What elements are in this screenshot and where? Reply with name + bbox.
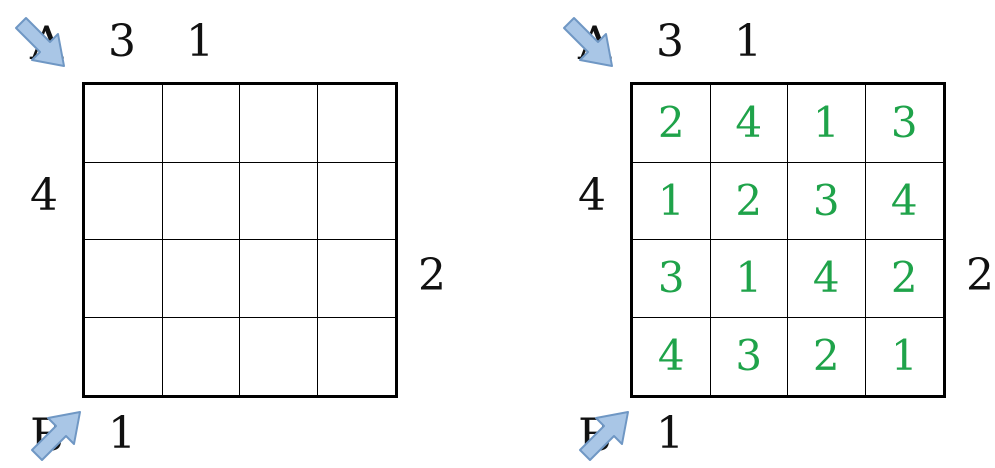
grid-cell[interactable]	[240, 317, 318, 395]
grid-cell[interactable]: 4	[788, 240, 866, 318]
right-clue: 2	[418, 250, 446, 301]
grid-cell[interactable]: 1	[633, 162, 711, 240]
grid-cell[interactable]	[162, 240, 240, 318]
grid-cell[interactable]	[85, 317, 163, 395]
grid-cell[interactable]	[163, 317, 240, 395]
grid-cell[interactable]: 2	[788, 317, 866, 395]
grid-cell[interactable]	[162, 85, 240, 163]
grid-cell[interactable]: 4	[633, 317, 711, 395]
grid-cell[interactable]: 4	[865, 163, 943, 240]
grid-cell[interactable]	[85, 85, 163, 163]
top-clue-2: 1	[186, 16, 214, 67]
grid-cell[interactable]: 3	[633, 240, 711, 318]
top-clue-1: 3	[108, 16, 136, 67]
grid-cell[interactable]: 1	[710, 240, 788, 318]
grid-cell[interactable]	[317, 163, 395, 240]
down-right-arrow-icon	[563, 17, 613, 67]
grid-cell[interactable]	[240, 85, 318, 163]
puzzle-empty: A 3 1 4 2 B 1	[0, 0, 470, 468]
bottom-clue: 1	[656, 408, 684, 459]
down-right-arrow-icon	[15, 17, 65, 67]
grid-cell[interactable]	[85, 240, 163, 318]
grid-cell[interactable]: 2	[633, 85, 711, 163]
grid-cell[interactable]	[318, 318, 396, 396]
puzzle-grid: 2 4 1 3 1 2 3 4 3 1 4 2 4 3 2 1	[630, 82, 946, 398]
up-right-arrow-icon	[31, 411, 81, 461]
grid-cell[interactable]: 1	[890, 331, 918, 381]
grid-cell[interactable]: 2	[710, 162, 788, 240]
grid-cell[interactable]	[85, 162, 163, 240]
up-right-arrow-icon	[579, 411, 629, 461]
grid-cell[interactable]	[317, 85, 395, 163]
bottom-clue: 1	[108, 408, 136, 459]
top-clue-2: 1	[734, 16, 762, 67]
right-clue: 2	[966, 250, 994, 301]
grid-cell[interactable]: 2	[865, 240, 943, 318]
grid-cell[interactable]: 3	[788, 162, 866, 240]
grid-cell[interactable]: 3	[711, 317, 788, 395]
grid-cell[interactable]	[240, 240, 318, 318]
grid-cell[interactable]: 1	[788, 85, 866, 163]
grid-cell[interactable]: 4	[710, 85, 788, 163]
grid-cell[interactable]: 3	[865, 85, 943, 163]
puzzle-solved: A 3 1 4 2 2 4 1 3 1 2 3 4 3 1 4 2 4 3 2 …	[548, 0, 995, 468]
grid-cell[interactable]	[317, 240, 395, 318]
grid-cell[interactable]	[162, 162, 240, 240]
puzzle-grid	[82, 82, 398, 398]
grid-cell[interactable]	[240, 162, 318, 240]
left-clue: 4	[578, 170, 606, 221]
left-clue: 4	[30, 170, 58, 221]
top-clue-1: 3	[656, 16, 684, 67]
